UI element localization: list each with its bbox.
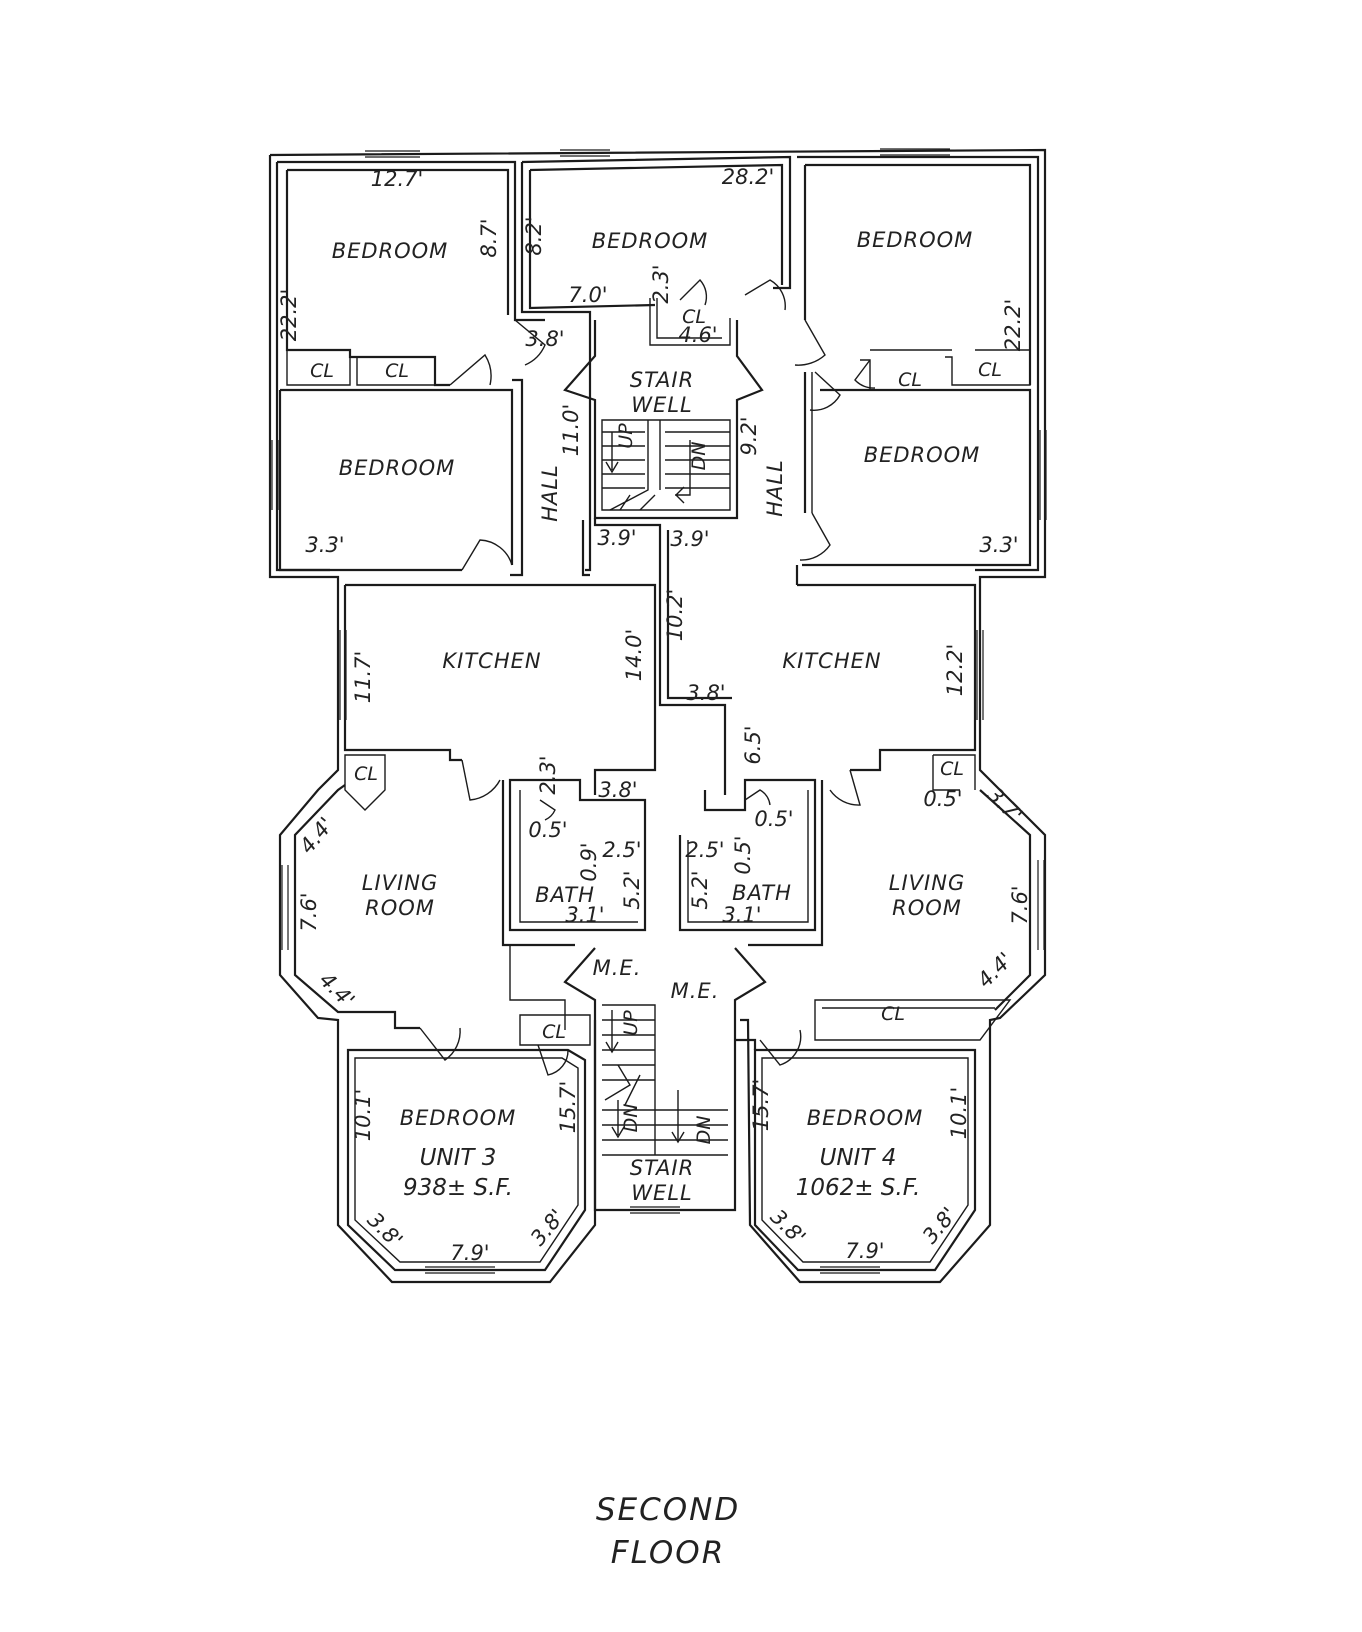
closet-label: CL	[898, 369, 922, 391]
title-line-2: FLOOR	[611, 1535, 726, 1571]
dimension: 3.9'	[597, 526, 636, 550]
dimension: 12.2'	[943, 644, 967, 697]
windows	[271, 148, 1047, 1274]
dimension: 8.7'	[477, 218, 501, 257]
kitchen-label: KITCHEN	[442, 649, 541, 673]
dimension: 7.9'	[845, 1239, 884, 1263]
bath-label: BATH	[732, 881, 792, 905]
dimension: 0.5'	[923, 787, 962, 811]
dimension: 15.7'	[749, 1079, 773, 1132]
stair-down-label: DN	[688, 442, 710, 471]
drawing-title: SECOND FLOOR	[596, 1492, 740, 1571]
dimension: 3.1'	[565, 903, 604, 927]
unit-4-name: UNIT 4	[820, 1145, 897, 1171]
stair-well-label: STAIR	[630, 1156, 694, 1180]
closet-label: CL	[542, 1021, 566, 1043]
unit-4-area: 1062± S.F.	[796, 1175, 921, 1201]
mech-label: M.E.	[593, 956, 642, 980]
living-room-label: LIVING	[889, 871, 965, 895]
bedroom-label: BEDROOM	[332, 239, 449, 263]
doors	[419, 278, 876, 1076]
bedroom-label: BEDROOM	[339, 456, 456, 480]
closet-label: CL	[881, 1003, 905, 1025]
dimension: 3.3'	[979, 533, 1018, 557]
stair-well-label: STAIR	[630, 368, 694, 392]
dimension: 15.7'	[556, 1081, 580, 1134]
unit-3-name: UNIT 3	[420, 1145, 497, 1171]
dimension: 7.9'	[450, 1241, 489, 1265]
dimension: 10.1'	[351, 1089, 375, 1142]
dimension: 5.2'	[620, 870, 644, 909]
unit-3-area: 938± S.F.	[403, 1175, 513, 1201]
dimension: 28.2'	[722, 165, 775, 189]
living-room-label: ROOM	[365, 896, 435, 920]
dimension: 3.7'	[983, 783, 1028, 828]
stair-up-label: UP	[615, 423, 637, 449]
dimension: 2.5'	[602, 838, 641, 862]
dimension: 3.8'	[525, 327, 564, 351]
closet-label: CL	[354, 763, 378, 785]
dimension: 7.6'	[297, 892, 321, 931]
dimension: 2.3'	[536, 755, 560, 794]
mech-label: M.E.	[671, 979, 720, 1003]
dimension: 6.5'	[741, 725, 765, 764]
closet-label: CL	[310, 360, 334, 382]
dimension: 22.2'	[1001, 299, 1025, 352]
bedroom-label: BEDROOM	[857, 228, 974, 252]
closet-label: CL	[682, 306, 706, 328]
dimension: 5.2'	[688, 870, 712, 909]
stair-arrows	[605, 432, 691, 1144]
dimension: 12.7'	[371, 167, 424, 191]
living-room-label: ROOM	[892, 896, 962, 920]
room-labels: BEDROOM BEDROOM BEDROOM BEDROOM BEDROOM …	[310, 228, 1002, 1205]
closet-label: CL	[940, 758, 964, 780]
dimension: 7.0'	[568, 283, 607, 307]
living-room-label: LIVING	[362, 871, 438, 895]
dimension: 22.2'	[277, 289, 301, 342]
bedroom-label: BEDROOM	[592, 229, 709, 253]
bath-label: BATH	[535, 883, 595, 907]
dimension: 3.1'	[722, 903, 761, 927]
dimension: 3.9'	[670, 527, 709, 551]
dimension: 0.5'	[731, 835, 755, 874]
dimension: 4.4'	[315, 968, 360, 1013]
dimension: 10.2'	[663, 589, 687, 642]
dimension: 11.7'	[351, 651, 375, 704]
bedroom-label: BEDROOM	[400, 1106, 517, 1130]
dimension: 3.8'	[598, 778, 637, 802]
stair-up-label: UP	[620, 1010, 642, 1036]
dimension: 0.5'	[754, 807, 793, 831]
dimension: 4.6'	[678, 323, 717, 347]
bedroom-label: BEDROOM	[807, 1106, 924, 1130]
dimension: 14.0'	[622, 629, 646, 682]
dimension: 10.1'	[947, 1087, 971, 1140]
dimension: 2.5'	[685, 838, 724, 862]
bedroom-label: BEDROOM	[864, 443, 981, 467]
closet-label: CL	[978, 359, 1002, 381]
stair-well-label: WELL	[631, 393, 692, 417]
dimension: 0.5'	[528, 818, 567, 842]
dimension: 11.0'	[559, 404, 583, 457]
dimension: 3.3'	[305, 533, 344, 557]
walls	[268, 148, 1047, 1284]
dimension: 4.4'	[973, 948, 1018, 993]
kitchen-label: KITCHEN	[782, 649, 881, 673]
stair-down-label: DN	[693, 1116, 715, 1145]
hall-label: HALL	[763, 459, 787, 517]
dimension: 4.4'	[295, 813, 339, 858]
dimension: 8.2'	[522, 216, 546, 255]
dimension: 2.3'	[649, 264, 673, 303]
dimension: 7.6'	[1008, 885, 1032, 924]
stair-well-label: WELL	[631, 1181, 692, 1205]
dimension: 9.2'	[737, 416, 761, 455]
hall-label: HALL	[538, 464, 562, 522]
dimension: 3.8'	[686, 681, 725, 705]
closet-label: CL	[385, 360, 409, 382]
unit-labels: UNIT 3 938± S.F. UNIT 4 1062± S.F.	[403, 1145, 920, 1201]
stair-down-label: DN	[620, 1104, 642, 1133]
title-line-1: SECOND	[596, 1492, 740, 1528]
dimension: 0.9'	[577, 842, 601, 881]
